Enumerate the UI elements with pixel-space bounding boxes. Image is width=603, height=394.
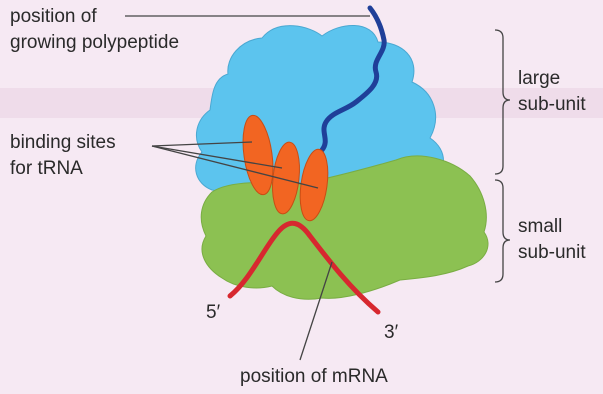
trna-label-line2: for tRNA	[10, 156, 83, 182]
small-subunit-label-line1: small	[518, 214, 562, 240]
large-subunit-label-line1: large	[518, 66, 560, 92]
three-prime-label: 3′	[384, 320, 398, 346]
small-subunit-bracket	[495, 180, 510, 282]
polypeptide-label-line2: growing polypeptide	[10, 30, 179, 56]
small-subunit-label-line2: sub-unit	[518, 240, 586, 266]
large-subunit-label-line2: sub-unit	[518, 92, 586, 118]
five-prime-label: 5′	[206, 300, 220, 326]
polypeptide-label-line1: position of	[10, 4, 97, 30]
brackets	[495, 30, 510, 282]
trna-label-line1: binding sites	[10, 130, 116, 156]
mrna-label: position of mRNA	[240, 364, 388, 390]
